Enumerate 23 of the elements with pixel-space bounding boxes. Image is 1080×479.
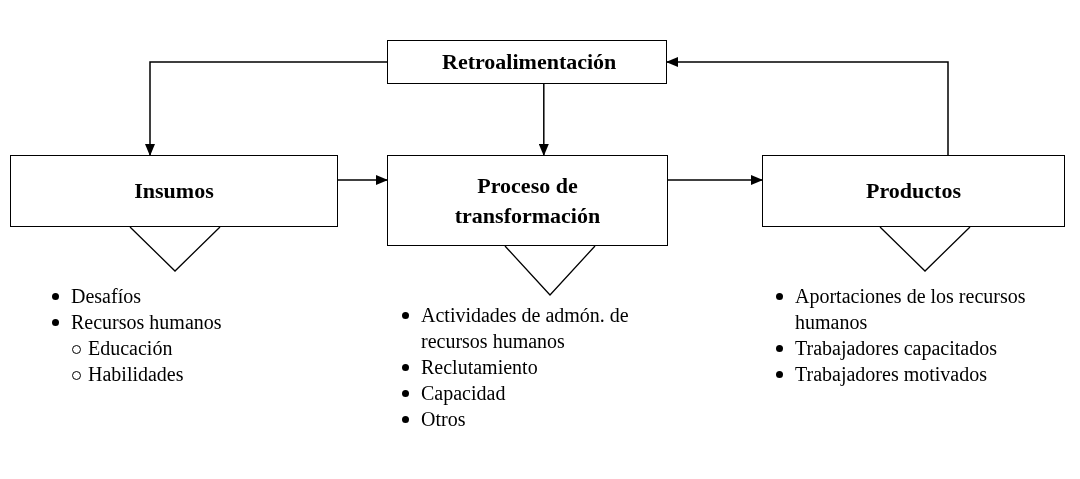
list-item: Trabajadores capacitados bbox=[795, 336, 997, 361]
arrow bbox=[666, 57, 949, 156]
arrow bbox=[337, 175, 388, 185]
process-box bbox=[10, 155, 338, 227]
process-box bbox=[762, 155, 1065, 227]
box-title: Productos bbox=[865, 177, 962, 205]
box-title: Insumos bbox=[133, 177, 215, 205]
list-item: Desafíos bbox=[71, 284, 141, 309]
list-item: Recursos humanos bbox=[71, 310, 222, 335]
list-item: Actividades de admón. de recursos humanos bbox=[421, 303, 630, 354]
process-box bbox=[387, 155, 668, 246]
arrow bbox=[145, 61, 388, 156]
list-item: Trabajadores motivados bbox=[795, 362, 987, 387]
box-title: Proceso de transformación bbox=[453, 171, 602, 230]
list-item: Aportaciones de los recursos humanos bbox=[795, 284, 1027, 335]
process-box bbox=[387, 40, 667, 84]
list-item: Otros bbox=[421, 407, 466, 432]
arrow bbox=[538, 83, 549, 156]
arrow bbox=[667, 175, 763, 185]
list-item: Habilidades bbox=[88, 362, 184, 387]
list-item: Educación bbox=[88, 336, 173, 361]
list-item: Reclutamiento bbox=[421, 355, 538, 380]
list-item: Capacidad bbox=[421, 381, 506, 406]
